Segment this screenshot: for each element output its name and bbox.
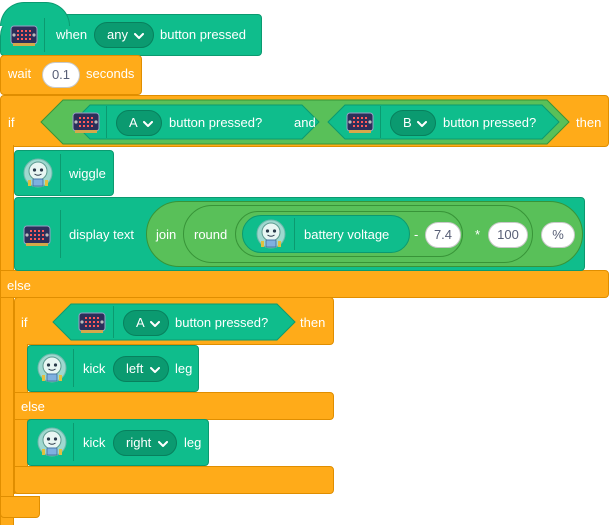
chevron-down-icon — [143, 121, 153, 127]
chevron-down-icon — [150, 321, 160, 327]
leg-dropdown-right[interactable]: right — [113, 430, 177, 456]
separator — [60, 154, 61, 192]
chevron-down-icon — [134, 33, 144, 39]
wait-input[interactable]: 0.1 — [42, 62, 80, 88]
inner-suffix: button pressed? — [175, 315, 269, 330]
right-suffix: button pressed? — [443, 115, 537, 130]
microbit-icon — [72, 112, 100, 134]
hat-suffix: button pressed — [160, 27, 247, 42]
hat-cap — [0, 2, 70, 26]
separator — [44, 18, 45, 52]
left-suffix: button pressed? — [169, 115, 263, 130]
microbit-icon — [10, 25, 38, 47]
times-label: * — [475, 227, 481, 242]
chevron-down-icon — [417, 121, 427, 127]
chevron-down-icon — [158, 441, 168, 447]
dropdown-value: A — [129, 115, 138, 130]
minus-label: - — [414, 227, 419, 242]
dropdown-value: right — [126, 435, 152, 450]
dropdown-value: any — [107, 27, 128, 42]
leg-dropdown-left[interactable]: left — [113, 356, 169, 382]
when-label: when — [56, 27, 88, 42]
chevron-down-icon — [150, 367, 160, 373]
robot-icon — [37, 427, 67, 457]
microbit-icon — [23, 225, 51, 247]
separator — [73, 423, 74, 461]
separator — [60, 210, 61, 258]
round-label: round — [194, 227, 228, 242]
separator — [113, 306, 114, 338]
percent-input[interactable]: % — [541, 222, 575, 248]
button-a-dropdown[interactable]: A — [116, 110, 162, 136]
separator — [106, 106, 107, 138]
if-label: if — [8, 115, 15, 130]
inner-else-label: else — [21, 399, 45, 414]
inner-if-bottom — [14, 466, 334, 494]
dropdown-value: B — [403, 115, 412, 130]
then-label: then — [576, 115, 602, 130]
microbit-icon — [346, 112, 374, 134]
join-label: join — [156, 227, 177, 242]
robot-icon — [256, 219, 286, 249]
button-dropdown[interactable]: any — [94, 22, 154, 48]
else-bar — [0, 270, 609, 298]
if-else-bottom — [0, 496, 40, 518]
inner-if-label: if — [21, 315, 28, 330]
separator — [294, 218, 295, 250]
display-label: display text — [69, 227, 135, 242]
robot-icon — [23, 158, 53, 188]
kick-left-label: kick — [83, 361, 106, 376]
separator — [73, 349, 74, 387]
robot-icon — [37, 353, 67, 383]
else-label: else — [7, 278, 31, 293]
kick-right-label: kick — [83, 435, 106, 450]
kick-right-suffix: leg — [184, 435, 202, 450]
inner-button-dropdown[interactable]: A — [123, 310, 169, 336]
separator — [380, 106, 381, 138]
times-input[interactable]: 100 — [488, 222, 528, 248]
microbit-icon — [78, 312, 106, 334]
dropdown-value: left — [126, 361, 144, 376]
and-label: and — [294, 115, 316, 130]
wiggle-label: wiggle — [69, 166, 106, 181]
inner-else-bar — [14, 392, 334, 420]
and-operator[interactable] — [40, 99, 570, 145]
if-else-arm — [0, 145, 14, 525]
wait-label: wait — [8, 66, 32, 81]
battery-label: battery voltage — [304, 227, 390, 242]
inner-then-label: then — [300, 315, 326, 330]
button-b-dropdown[interactable]: B — [390, 110, 436, 136]
kick-left-suffix: leg — [175, 361, 193, 376]
minus-input[interactable]: 7.4 — [425, 222, 461, 248]
dropdown-value: A — [136, 315, 145, 330]
wait-unit: seconds — [86, 66, 135, 81]
